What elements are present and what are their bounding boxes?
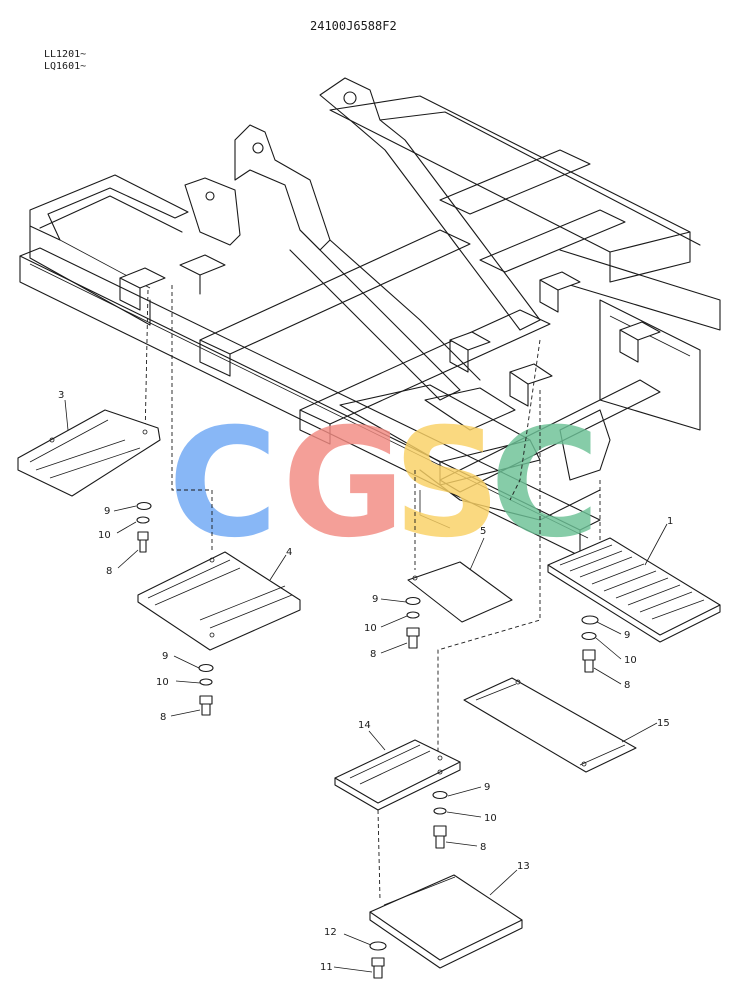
part-14-bracket-plate (334, 739, 461, 811)
callout-numbers: 3 9 10 8 4 9 10 8 5 9 10 8 1 9 10 8 15 1… (58, 390, 673, 973)
callout-4: 4 (286, 547, 292, 558)
leader-lines (64, 399, 668, 973)
part-4-cover-plate (137, 551, 301, 651)
callout-9-d: 9 (624, 630, 630, 641)
watermark: C G S C (168, 397, 600, 571)
drawing-number: 24100J6588F2 (310, 19, 397, 33)
callout-10-a: 10 (98, 530, 111, 541)
part-13-cover-plate (369, 874, 523, 969)
watermark-letter-g: G (282, 397, 405, 571)
callout-11: 11 (320, 962, 333, 973)
callout-9-a: 9 (104, 506, 110, 517)
callout-13: 13 (517, 861, 530, 872)
callout-9-b: 9 (162, 651, 168, 662)
callout-8-b: 8 (160, 712, 166, 723)
serial-range-2: LQ1601~ (44, 61, 86, 72)
callout-8-e: 8 (480, 842, 486, 853)
callout-10-e: 10 (484, 813, 497, 824)
part-3-cover-plate (17, 409, 161, 497)
callout-3: 3 (58, 390, 64, 401)
hardware (136, 501, 599, 979)
assembly-line-14-13 (377, 809, 381, 901)
watermark-letter-s: S (393, 397, 501, 571)
callout-12: 12 (324, 927, 337, 938)
assembly-center-lines (144, 285, 601, 755)
watermark-letter-c2: C (490, 397, 600, 571)
part-15-cover-plate (463, 677, 637, 773)
callout-5: 5 (480, 526, 486, 537)
serial-range-1: LL1201~ (44, 49, 86, 60)
callout-10-c: 10 (364, 623, 377, 634)
part-1-step-grating (547, 537, 721, 643)
callout-8-a: 8 (106, 566, 112, 577)
part-5-cover-plate (407, 561, 513, 623)
callout-8-d: 8 (624, 680, 630, 691)
callout-10-d: 10 (624, 655, 637, 666)
callout-8-c: 8 (370, 649, 376, 660)
callout-9-c: 9 (372, 594, 378, 605)
callout-9-e: 9 (484, 782, 490, 793)
callout-14: 14 (358, 720, 371, 731)
frame-assembly (19, 77, 721, 557)
callout-15: 15 (657, 718, 670, 729)
watermark-letter-c: C (168, 397, 278, 571)
callout-10-b: 10 (156, 677, 169, 688)
callout-1: 1 (667, 516, 673, 527)
